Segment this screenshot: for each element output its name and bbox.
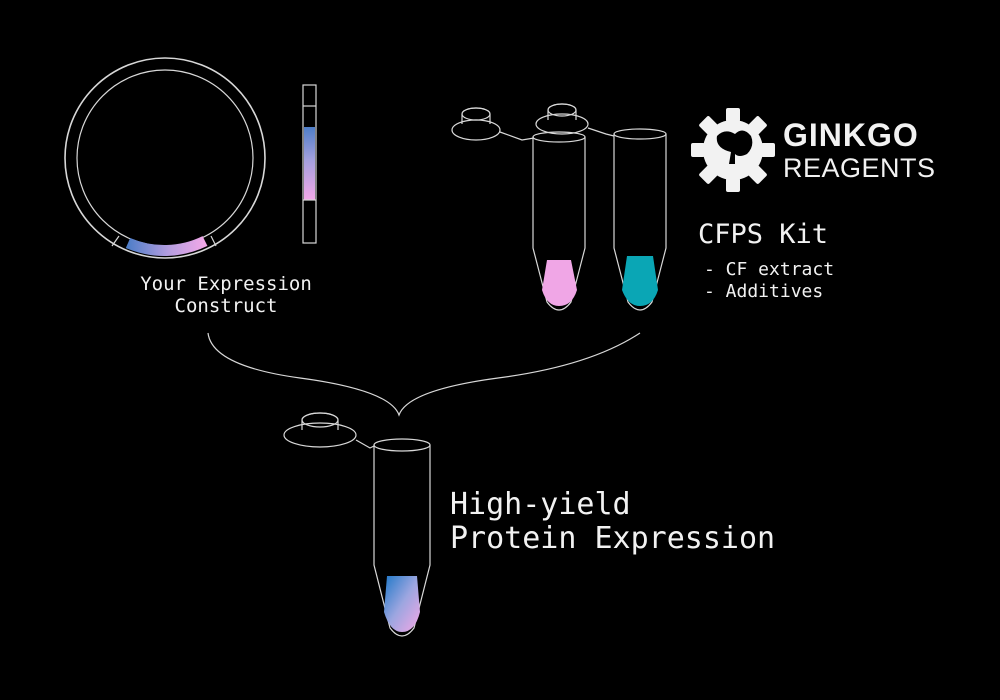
plasmid-insert-boundary [210, 235, 217, 247]
plasmid-insert-boundary [111, 235, 120, 247]
construct-insert-segment [304, 127, 315, 200]
brand-line1: GINKGO [783, 117, 919, 153]
result-tube [283, 412, 431, 637]
plasmid-inner-ring [76, 69, 254, 247]
tube-liquid-mixed [384, 576, 420, 632]
tube-body [532, 137, 586, 311]
kit-item-extract: - CF extract [704, 259, 834, 280]
ginkgo-leaf-icon [716, 130, 753, 164]
construct-label-line1: Your Expression [140, 273, 312, 295]
tube-hinge [499, 131, 535, 141]
tube-hinge [587, 127, 615, 137]
plasmid-insert-arc [125, 236, 208, 256]
construct-bar-outline [302, 84, 317, 244]
tube-body [373, 445, 431, 637]
construct-label-line2: Construct [175, 295, 278, 317]
tube-liquid-pink [542, 260, 577, 306]
gear-icon [691, 108, 775, 192]
ginkgo-logo: GINKGO REAGENTS [691, 108, 936, 192]
tube-hinge [355, 439, 375, 449]
tube-rim [613, 128, 667, 140]
tube-cap [535, 113, 589, 135]
tube-cap [451, 119, 501, 141]
plasmid-outer-ring [64, 57, 266, 259]
brand-line2: REAGENTS [783, 153, 936, 183]
kit-title: CFPS Kit [698, 219, 828, 250]
tube-liquid-teal [622, 256, 658, 306]
plasmid [64, 57, 266, 259]
kit-item-additives: - Additives [704, 281, 823, 302]
construct-bar [302, 84, 317, 244]
kit-tube-extract [451, 107, 586, 311]
result-line1: High-yield [450, 487, 631, 522]
merge-brace [207, 332, 641, 417]
tube-body [613, 134, 667, 311]
tube-cap [283, 422, 357, 448]
tube-rim [373, 438, 431, 452]
result-line2: Protein Expression [450, 521, 775, 556]
kit-tube-additives [535, 103, 667, 311]
